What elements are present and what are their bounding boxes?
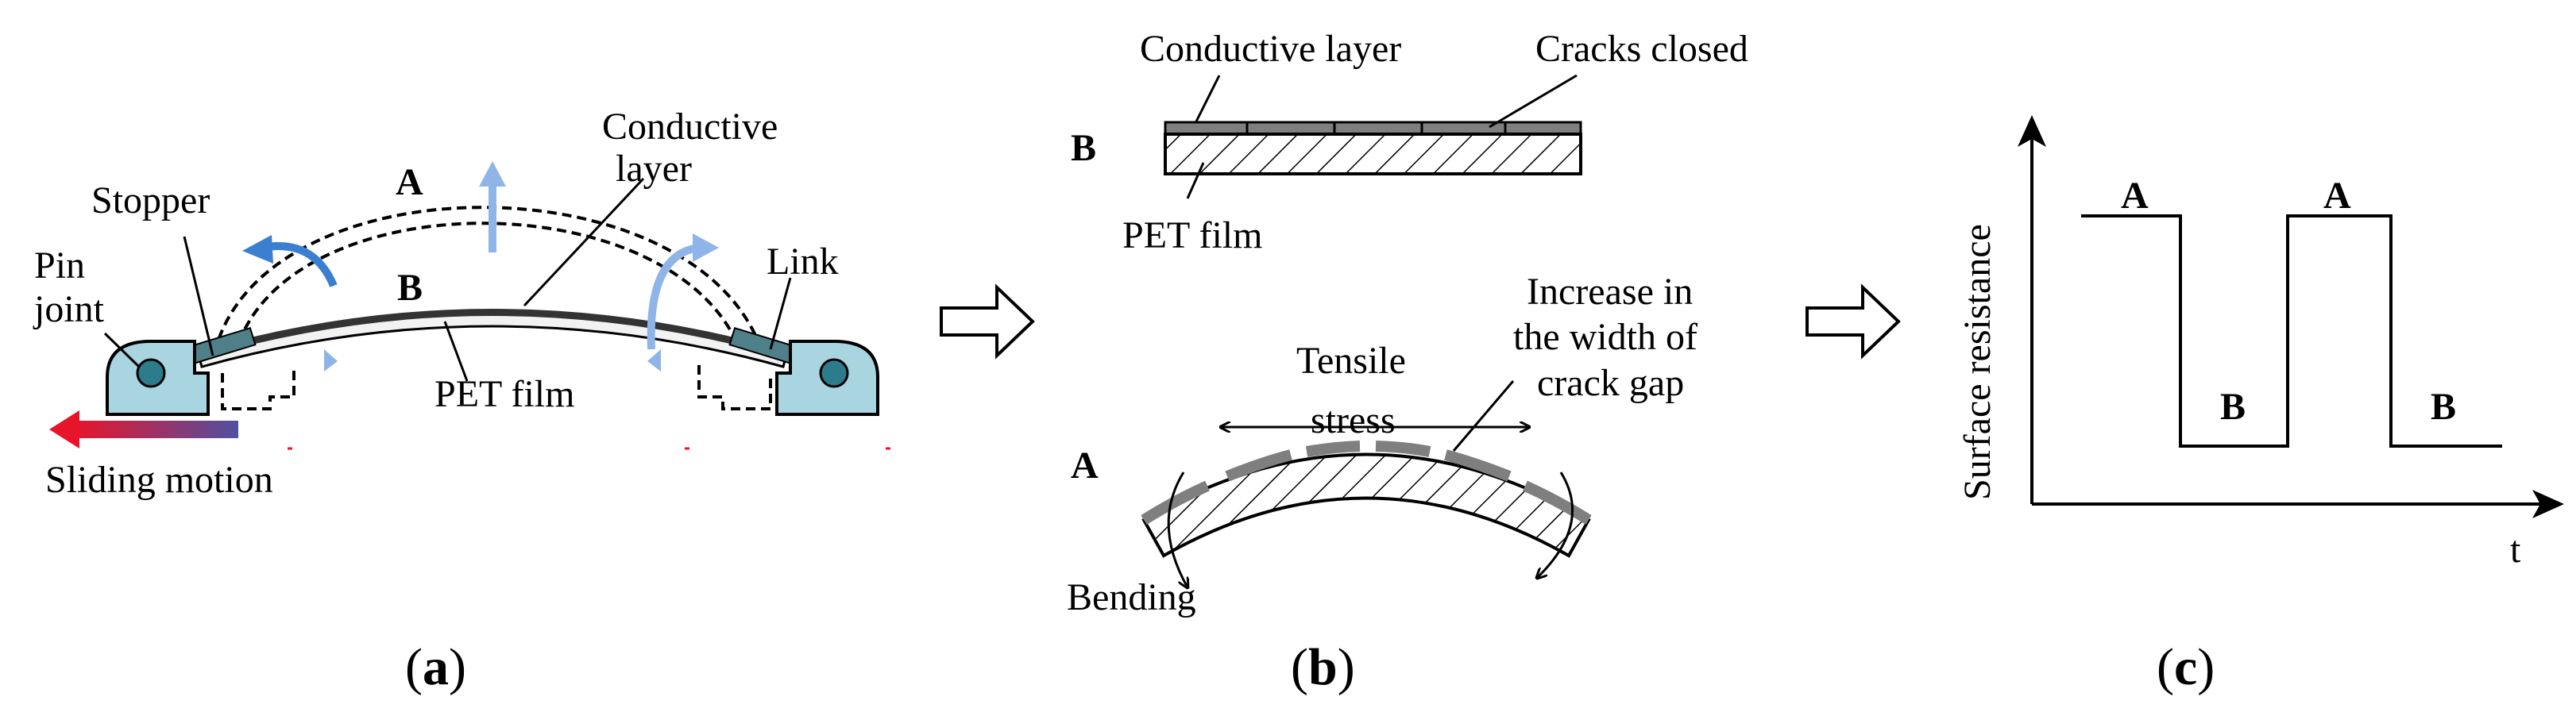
label-sliding-motion: Sliding motion: [45, 459, 273, 501]
film-a-conductive-segment-6: [1523, 480, 1592, 525]
sliding-motion-arrowhead: [49, 410, 79, 448]
conductive-layer-leader-b: [1194, 75, 1221, 124]
label-joint: joint: [33, 288, 105, 330]
label-stopper: Stopper: [91, 179, 210, 221]
label-ylabel: Surface resistance: [1956, 224, 1999, 500]
panel-c: Surface resistance t A B A B (c): [1956, 115, 2564, 696]
caption-b-letter: b: [1308, 638, 1338, 696]
caption-a-letter: a: [423, 638, 449, 696]
small-arrowhead-right: [647, 349, 661, 371]
resistance-square-wave: [2081, 214, 2502, 448]
dashed-bracket-left: [221, 365, 295, 410]
pet-film-leader: [443, 321, 469, 382]
up-arrow-head: [479, 161, 506, 187]
label-increase-1: Increase in: [1527, 271, 1693, 313]
film-b-pet: [1164, 133, 1582, 175]
caption-c-open: (: [2157, 638, 2174, 696]
label-bending: Bending: [1067, 576, 1196, 618]
label-state-a: A: [396, 161, 423, 203]
dashed-arch-outer: [213, 206, 764, 354]
pin-leader: [103, 332, 141, 368]
pin-joint-left: [136, 358, 166, 388]
panel-a: Conductive layer A B Stopper Pin joint L…: [33, 106, 890, 696]
stopper-leader: [183, 236, 214, 356]
label-state-b-panel: B: [1071, 127, 1096, 169]
conductive-layer-line: [197, 309, 788, 359]
label-stress: stress: [1311, 399, 1396, 441]
label-state-a-panel: A: [1071, 445, 1099, 487]
label-tensile: Tensile: [1296, 340, 1406, 382]
film-b-crack-marks: [1246, 122, 1507, 134]
rotate-arrow-left-icon: [261, 242, 338, 288]
caption-a-close: ): [449, 638, 466, 696]
label-increase-2: the width of: [1513, 316, 1697, 358]
rotate-arrow-right-head: [693, 233, 719, 262]
process-arrow-2-icon: [1806, 283, 1901, 360]
pin-joint-right: [819, 358, 849, 388]
label-state-b: B: [397, 267, 423, 309]
caption-a-open: (: [405, 638, 423, 696]
label-level-b-1: B: [2220, 386, 2246, 428]
label-pet-film: PET film: [434, 373, 574, 415]
rotate-arrow-left-head: [242, 235, 273, 264]
film-b-conductive: [1164, 121, 1582, 136]
label-level-b-2: B: [2431, 386, 2456, 428]
film-a-conductive-segment-4: [1375, 441, 1431, 457]
bending-arrow-right-icon: [1537, 472, 1574, 578]
x-axis-arrowhead: [2532, 490, 2564, 518]
label-increase-3: crack gap: [1537, 362, 1684, 404]
caption-c-close: ): [2197, 638, 2215, 696]
caption-c: (c): [2157, 638, 2215, 696]
rotate-arrow-right-icon: [647, 244, 700, 350]
conductive-leader: [523, 177, 645, 307]
label-level-a-1: A: [2121, 175, 2149, 217]
film-a-conductive-segment-3: [1305, 441, 1361, 457]
film-a-conductive-segment-2: [1225, 449, 1292, 482]
label-cracks-closed: Cracks closed: [1535, 28, 1748, 70]
label-conductive-layer-b: Conductive layer: [1140, 28, 1401, 70]
label-conductive: Conductive: [602, 106, 778, 148]
label-pin: Pin: [34, 244, 85, 287]
link-leader: [769, 277, 792, 350]
label-level-a-2: A: [2323, 175, 2351, 217]
caption-c-letter: c: [2174, 638, 2197, 696]
dashed-arch-inner: [233, 221, 744, 358]
process-arrow-1-icon: [940, 283, 1035, 360]
bending-arrow-left-icon: [1167, 472, 1188, 587]
film-a-pet: [1141, 452, 1591, 558]
dashed-bracket-right: [697, 365, 772, 410]
sliding-motion-bar: [75, 421, 238, 438]
panel-b: Conductive layer Cracks closed B PET fil…: [1067, 28, 1748, 696]
caption-b: (b): [1291, 638, 1355, 696]
label-xlabel: t: [2510, 529, 2521, 571]
caption-b-close: ): [1338, 638, 1355, 696]
label-layer: layer: [616, 148, 692, 190]
caption-b-open: (: [1291, 638, 1308, 696]
y-axis-arrowhead: [2018, 115, 2046, 147]
label-pet-film-b: PET film: [1122, 214, 1262, 256]
pet-film-shape: [197, 311, 788, 368]
label-link: Link: [767, 241, 839, 283]
cracks-closed-leader: [1489, 74, 1578, 129]
film-a-conductive-segment-1: [1141, 480, 1210, 525]
small-arrowhead-left: [324, 349, 338, 371]
pet-film-leader-b: [1186, 162, 1205, 199]
crack-gap-leader: [1452, 380, 1515, 452]
caption-a: (a): [405, 638, 466, 696]
film-a-conductive-segment-5: [1444, 449, 1512, 482]
